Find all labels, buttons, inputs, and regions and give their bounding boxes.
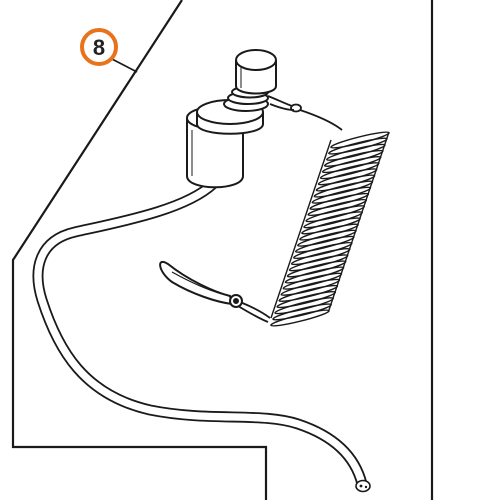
lanyard-lower xyxy=(237,301,271,323)
callout-leader-line xyxy=(109,57,138,73)
callout-badge: 8 xyxy=(80,28,118,66)
cable xyxy=(32,178,368,490)
coil-turn xyxy=(270,309,330,327)
coiled-lanyard xyxy=(270,131,390,327)
cable-end xyxy=(355,479,371,493)
coil-edge-left xyxy=(270,139,332,319)
panel-frame xyxy=(11,0,434,500)
wrist-clip xyxy=(159,261,243,308)
tether-clip-top xyxy=(267,95,343,131)
coil-edge-right xyxy=(328,131,390,311)
callout-number: 8 xyxy=(92,34,106,60)
switch-body xyxy=(186,49,277,189)
